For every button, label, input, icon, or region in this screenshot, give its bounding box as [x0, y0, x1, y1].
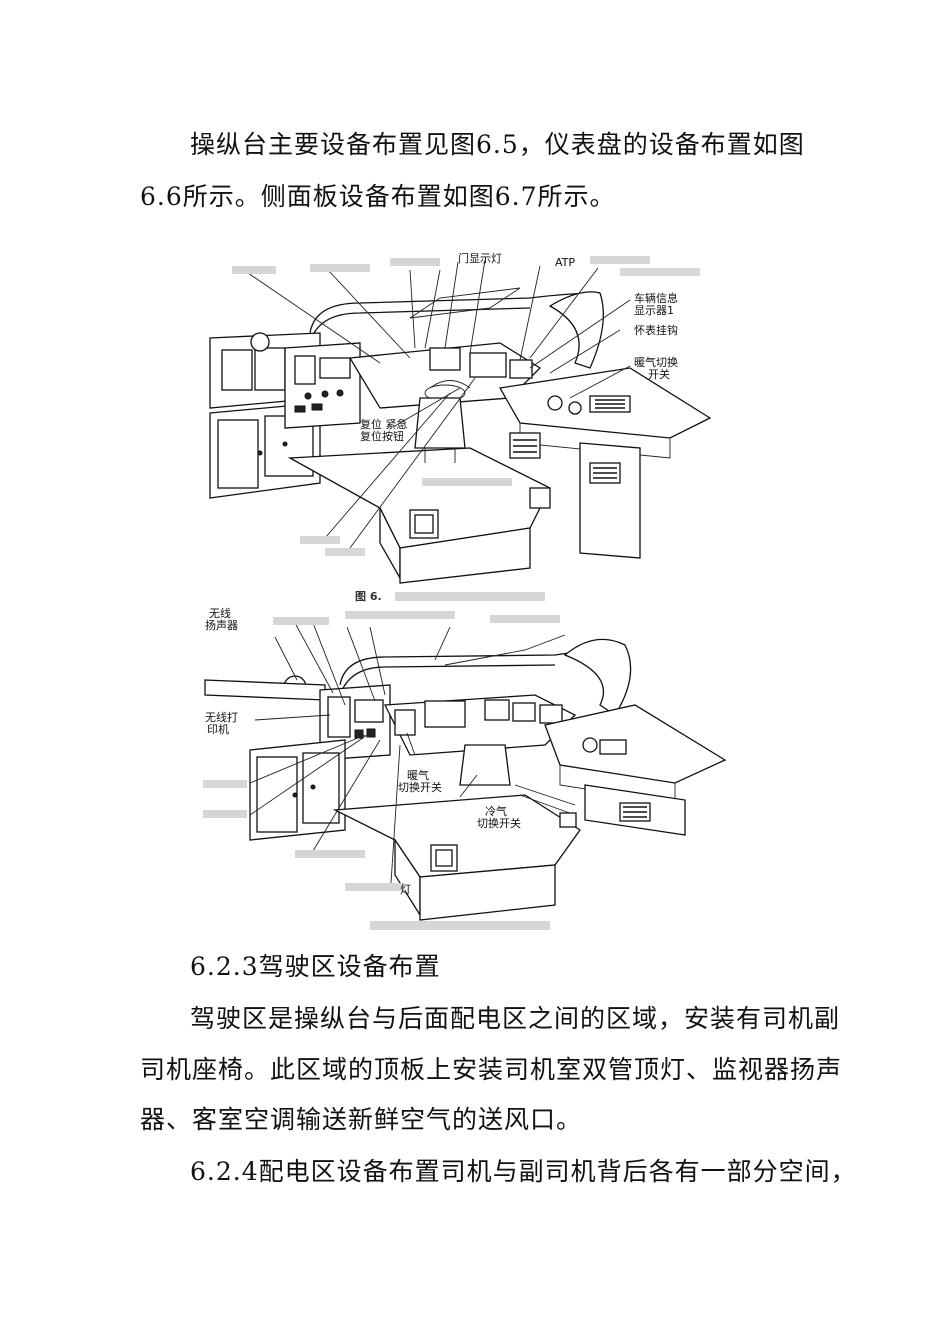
section-624-line-1: 6.2.4配电区设备布置司机与副司机背后各有一部分空间，: [190, 1157, 857, 1186]
label-vehicle-info-1: 车辆信息: [634, 291, 678, 305]
section-623-line-2: 司机座椅。此区域的顶板上安装司机室双管顶灯、监视器扬声: [140, 1055, 843, 1084]
label-radio-printer-1: 无线打: [205, 710, 238, 724]
instrument-panel-drawing: 无线 扬声器 无线打 印机 暖气 切换开关 冷气 切换开关 灯: [203, 606, 727, 930]
label-radio-speaker-1: 无线: [209, 606, 231, 620]
label-heating-switch-1: 暖气切换: [634, 355, 678, 369]
label-vehicle-info-2: 显示器1: [634, 304, 674, 317]
label-radio-speaker-2: 扬声器: [205, 618, 238, 632]
label-heating-1: 暖气: [407, 768, 429, 782]
label-heating-switch-2: 开关: [648, 367, 670, 381]
label-cooling-2: 切换开关: [477, 816, 521, 830]
intro-line-2: 6.6所示。侧面板设备布置如图6.7所示。: [140, 182, 616, 211]
label-reset-button-2: 复位按钮: [360, 429, 404, 443]
label-door-light: 门显示灯: [458, 251, 502, 265]
intro-line-1: 操纵台主要设备布置见图6.5，仪表盘的设备布置如图: [190, 130, 805, 159]
label-cooling-1: 冷气: [485, 804, 507, 818]
label-atp: ATP: [555, 256, 575, 269]
figure-console-layout: 门显示灯 ATP 车辆信息 显示器1 怀表挂钩 暖气切换 开关 复位 紧急 复位…: [200, 248, 720, 608]
section-heading-623: 6.2.3驾驶区设备布置: [190, 952, 441, 981]
console-drawing: 门显示灯 ATP 车辆信息 显示器1 怀表挂钩 暖气切换 开关 复位 紧急 复位…: [209, 251, 712, 603]
figure-instrument-panel-layout: 无线 扬声器 无线打 印机 暖气 切换开关 冷气 切换开关 灯: [195, 605, 730, 935]
section-623-line-3: 器、客室空调输送新鲜空气的送风口。: [140, 1105, 583, 1134]
label-heating-2: 切换开关: [398, 780, 442, 794]
label-light: 灯: [400, 883, 411, 896]
figure1-caption: 图 6.: [355, 590, 382, 603]
label-reset-button-1: 复位 紧急: [360, 417, 408, 431]
label-watch-hanger: 怀表挂钩: [634, 323, 678, 337]
label-radio-printer-2: 印机: [207, 722, 229, 736]
section-623-line-1: 驾驶区是操纵台与后面配电区之间的区域，安装有司机副: [190, 1004, 841, 1033]
